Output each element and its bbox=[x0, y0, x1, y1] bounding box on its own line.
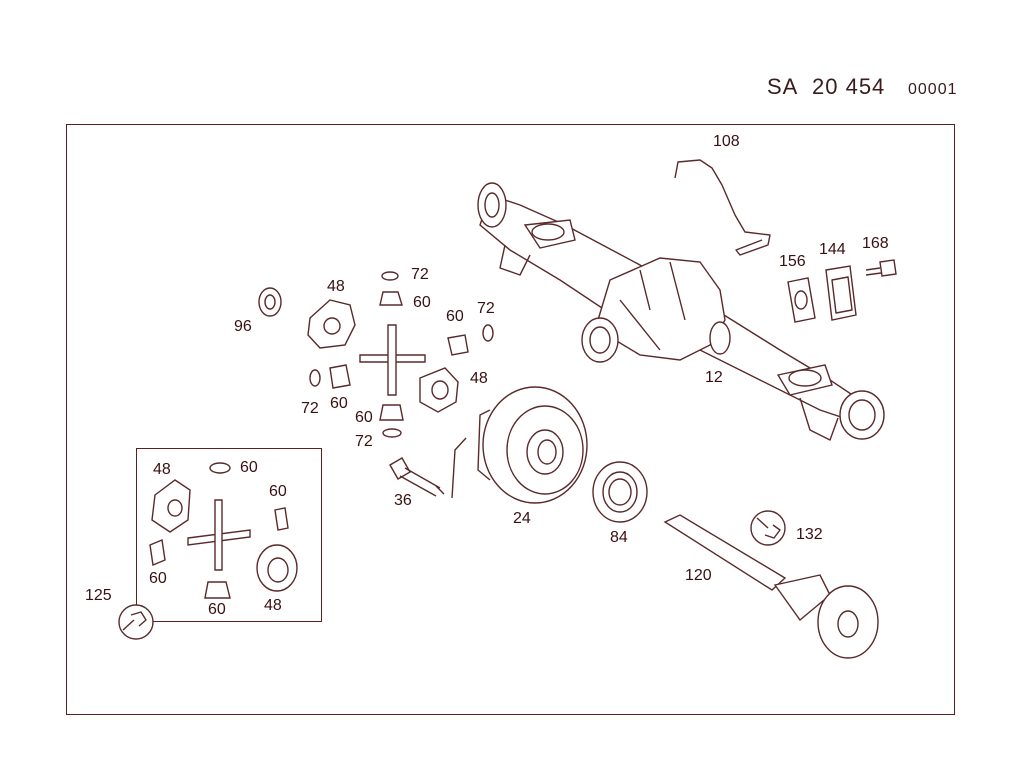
ring-gear[interactable] bbox=[477, 386, 588, 504]
callout-12[interactable]: 12 bbox=[705, 369, 723, 386]
breather-pipe[interactable] bbox=[674, 159, 771, 256]
callout-72[interactable]: 72 bbox=[477, 300, 495, 317]
diagram-prefix: SA bbox=[767, 74, 799, 99]
callout-60[interactable]: 60 bbox=[446, 308, 464, 325]
callout-144[interactable]: 144 bbox=[819, 241, 846, 258]
callout-72[interactable]: 72 bbox=[411, 266, 429, 283]
callout-72[interactable]: 72 bbox=[355, 433, 373, 450]
callout-24[interactable]: 24 bbox=[513, 510, 531, 527]
callout-48[interactable]: 48 bbox=[327, 278, 345, 295]
callout-120[interactable]: 120 bbox=[685, 567, 712, 584]
callout-132[interactable]: 132 bbox=[796, 526, 823, 543]
diagram-code: 00001 bbox=[908, 81, 958, 98]
axle-housing[interactable] bbox=[477, 182, 885, 441]
diagram-number: 20 454 bbox=[812, 74, 886, 99]
bearing[interactable] bbox=[592, 461, 648, 523]
callout-36[interactable]: 36 bbox=[394, 492, 412, 509]
callout-48[interactable]: 48 bbox=[470, 370, 488, 387]
inset-differential-parts[interactable] bbox=[149, 462, 298, 599]
differential-inset-frame bbox=[136, 448, 322, 622]
cover-bolt[interactable] bbox=[865, 259, 897, 277]
callout-108[interactable]: 108 bbox=[713, 133, 740, 150]
axle-shaft[interactable] bbox=[663, 514, 879, 659]
inset-callout-60[interactable]: 60 bbox=[240, 459, 258, 476]
callout-60[interactable]: 60 bbox=[330, 395, 348, 412]
inset-callout-60[interactable]: 60 bbox=[149, 570, 167, 587]
wrench-icon bbox=[118, 604, 154, 640]
wrench-icon bbox=[750, 510, 786, 546]
callout-72[interactable]: 72 bbox=[301, 400, 319, 417]
callout-84[interactable]: 84 bbox=[610, 529, 628, 546]
diagram-frame bbox=[66, 124, 955, 715]
callout-96[interactable]: 96 bbox=[234, 318, 252, 335]
inset-callout-60[interactable]: 60 bbox=[208, 601, 226, 618]
bolt[interactable] bbox=[389, 457, 445, 497]
differential-parts[interactable] bbox=[258, 271, 494, 438]
gasket[interactable] bbox=[787, 277, 816, 323]
callout-168[interactable]: 168 bbox=[862, 235, 889, 252]
callout-156[interactable]: 156 bbox=[779, 253, 806, 270]
inset-callout-60[interactable]: 60 bbox=[269, 483, 287, 500]
callout-125[interactable]: 125 bbox=[85, 587, 112, 604]
inset-callout-48[interactable]: 48 bbox=[153, 461, 171, 478]
callout-60[interactable]: 60 bbox=[413, 294, 431, 311]
inset-callout-48[interactable]: 48 bbox=[264, 597, 282, 614]
callout-60[interactable]: 60 bbox=[355, 409, 373, 426]
